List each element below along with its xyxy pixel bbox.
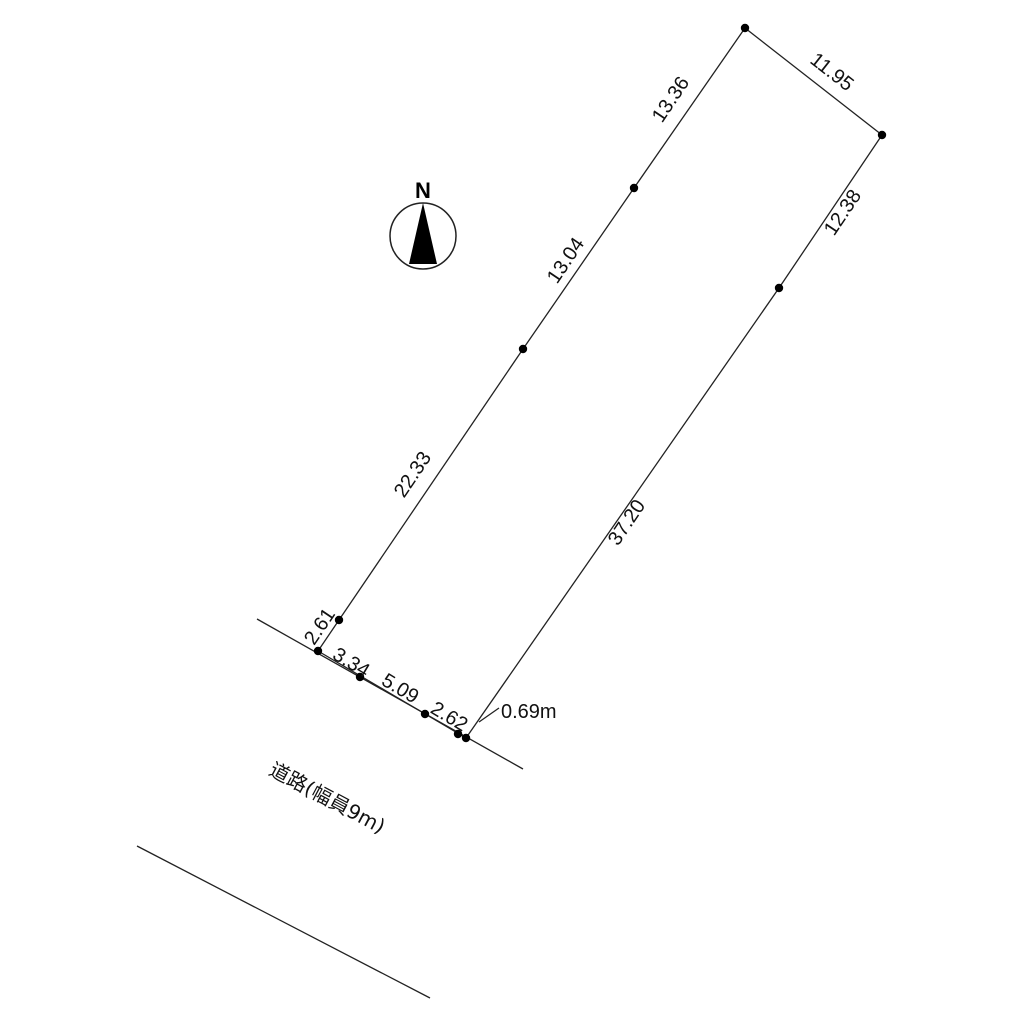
dimension-label: 12.38 [820,186,866,240]
boundary-right-upper [778,134,883,289]
north-arrow-icon [409,203,437,264]
north-arrow: N [389,178,457,270]
plot-point [453,729,463,739]
dimension-label: 22.33 [390,448,436,502]
dimension-label: 11.95 [806,49,858,96]
road-edge-far [136,845,431,999]
plot-point [774,283,784,293]
boundary-left-lower [338,348,524,621]
dimension-label: 2.62 [427,697,472,736]
plot-point [629,183,639,193]
plot-point [313,646,323,656]
boundary-right-lower [465,287,780,739]
plot-point [334,615,344,625]
boundary-corner-cut [317,619,340,652]
boundary-left-upper [633,27,746,189]
dimension-label: 13.04 [543,234,589,288]
dimension-label: 13.36 [648,73,694,127]
dimension-label: 5.09 [378,669,423,708]
leader-0-69 [478,707,500,723]
dimension-label: 3.34 [329,643,374,682]
road-label: 道路(幅員9m) [265,757,389,838]
plot-point [740,23,750,33]
dimension-label: 37.20 [604,496,650,550]
frontage-line [317,650,467,739]
plot-point [461,733,471,743]
plot-point [355,672,365,682]
boundary-top [744,27,883,136]
plot-point [420,709,430,719]
dimension-label: 0.69m [501,701,557,723]
north-letter: N [415,178,431,203]
boundary-left-middle [522,187,635,350]
plot-point [877,130,887,140]
plot-point [518,344,528,354]
